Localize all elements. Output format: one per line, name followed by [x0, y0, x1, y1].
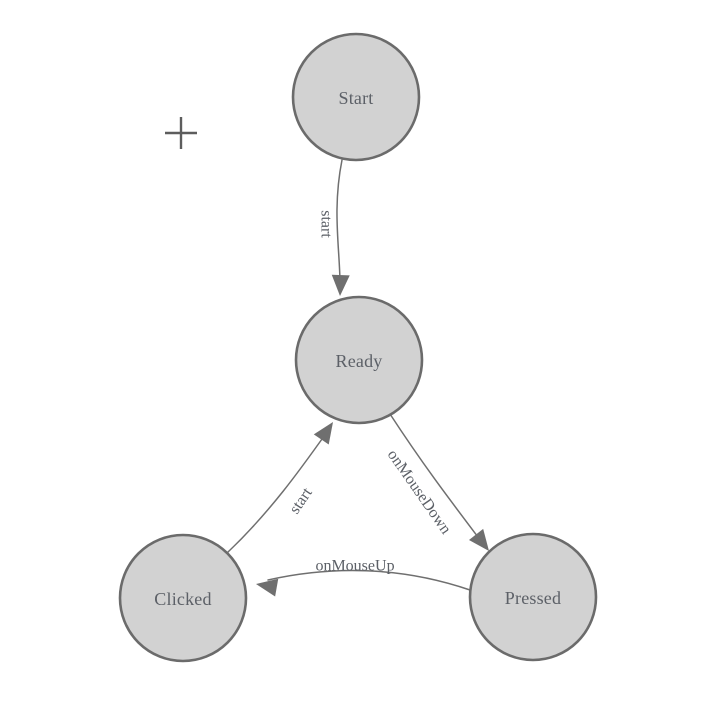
edge-label: onMouseUp	[315, 558, 394, 575]
edge-label: start	[318, 210, 335, 238]
edge-pressed-to-clicked[interactable]: onMouseUp	[254, 558, 471, 597]
node-label: Start	[339, 88, 374, 108]
edge-arrowhead	[256, 578, 279, 597]
node-shape[interactable]	[291, 32, 421, 162]
node-label: Clicked	[154, 589, 211, 609]
node-shape[interactable]	[468, 532, 598, 662]
node-shape[interactable]	[118, 533, 248, 663]
edge-arrowhead	[331, 274, 350, 296]
node-start[interactable]: Start	[291, 32, 421, 162]
edge-arrowhead	[313, 422, 333, 445]
node-clicked[interactable]: Clicked	[118, 533, 248, 663]
edge-ready-to-pressed[interactable]: onMouseDown	[384, 413, 496, 557]
edge-line	[389, 413, 482, 542]
cursor-layer	[165, 117, 197, 149]
edge-line	[336, 159, 343, 285]
node-label: Pressed	[505, 588, 561, 608]
edge-start-to-ready[interactable]: start	[318, 159, 350, 296]
node-label: Ready	[336, 351, 383, 371]
edge-label: start	[286, 484, 316, 517]
edge-clicked-to-ready[interactable]: start	[227, 417, 340, 553]
crosshair-icon	[165, 117, 197, 149]
node-pressed[interactable]: Pressed	[468, 532, 598, 662]
node-ready[interactable]: Ready	[294, 295, 424, 425]
edge-line	[227, 431, 328, 553]
node-shape[interactable]	[294, 295, 424, 425]
edge-line	[267, 569, 471, 591]
edge-arrowhead	[468, 528, 489, 551]
